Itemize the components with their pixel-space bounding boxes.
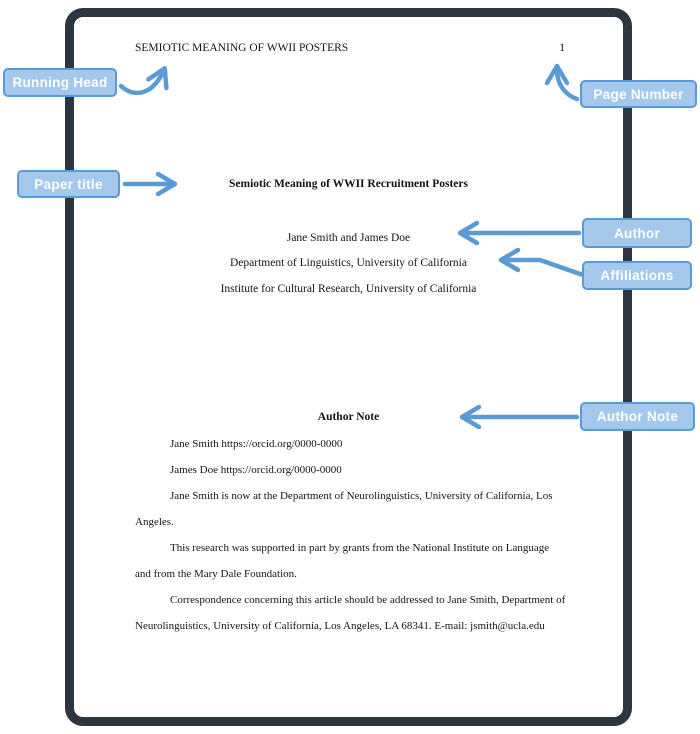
callout-running-head-label: Running Head	[12, 75, 108, 90]
callout-author-note: Author Note	[580, 402, 695, 431]
callout-page-number-label: Page Number	[593, 86, 684, 102]
callout-affiliations: Affiliations	[582, 261, 692, 290]
note-line-funding-1: This research was supported in part by g…	[170, 542, 550, 554]
author-note-body: Jane Smith https://orcid.org/0000-0000 J…	[135, 431, 575, 639]
callout-running-head: Running Head	[3, 68, 117, 97]
callout-paper-title-label: Paper title	[34, 176, 103, 192]
callout-author: Author	[582, 218, 692, 248]
callout-paper-title: Paper title	[17, 170, 120, 198]
callout-author-note-label: Author Note	[596, 409, 679, 424]
callout-author-label: Author	[613, 225, 661, 241]
note-line-affiliation-change-1: Jane Smith is now at the Department of N…	[170, 490, 553, 502]
note-line-affiliation-change-2: Angeles.	[135, 516, 174, 528]
note-line-orcid-james: James Doe https://orcid.org/0000-0000	[170, 464, 342, 476]
running-head-text: SEMIOTIC MEANING OF WWII POSTERS	[135, 42, 349, 54]
paper-title-text: Semiotic Meaning of WWII Recruitment Pos…	[228, 178, 468, 190]
affiliation-primary-text: Department of Linguistics, University of…	[230, 257, 467, 269]
author-note-heading: Author Note	[317, 411, 380, 423]
paper-page: SEMIOTIC MEANING OF WWII POSTERS 1 Semio…	[65, 8, 632, 726]
note-line-correspondence-1: Correspondence concerning this article s…	[170, 594, 566, 606]
note-line-funding-2: and from the Mary Dale Foundation.	[135, 568, 297, 580]
page-header: SEMIOTIC MEANING OF WWII POSTERS 1	[135, 41, 565, 55]
callout-page-number: Page Number	[580, 80, 697, 108]
authors-text: Jane Smith and James Doe	[286, 232, 411, 244]
callout-affiliations-label: Affiliations	[600, 268, 674, 283]
page-number-text: 1	[559, 42, 565, 54]
affiliation-secondary-text: Institute for Cultural Research, Univers…	[220, 283, 477, 295]
note-line-correspondence-2: Neurolinguistics, University of Californ…	[135, 620, 545, 632]
note-line-orcid-jane: Jane Smith https://orcid.org/0000-0000	[170, 438, 343, 450]
